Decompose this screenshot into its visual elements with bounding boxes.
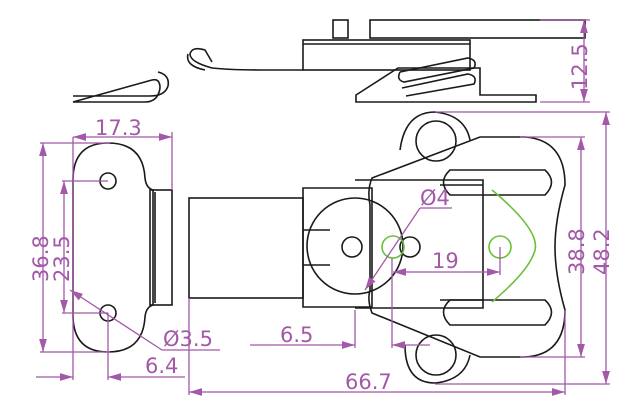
dim-36-8: 36.8 [29, 235, 53, 282]
keeper-plate-side [72, 71, 170, 103]
latch-body-side [302, 39, 471, 71]
dim-17-3: 17.3 [95, 116, 142, 140]
dim-pin-dia: Ø4 [420, 186, 450, 210]
dim-48-2: 48.2 [590, 228, 614, 275]
keeper-front [72, 142, 173, 353]
pin-circle [381, 235, 405, 259]
latch-front [188, 111, 566, 384]
dim-38-8: 38.8 [565, 228, 589, 275]
spring-wire [491, 189, 537, 303]
lever-slots-side [397, 57, 476, 97]
dimensions: 17.3 36.8 23.5 Ø3.5 6.4 66.7 6.5 Ø4 19 [29, 111, 614, 396]
dim-hole-dia: Ø3.5 [163, 327, 213, 351]
dim-6-5: 6.5 [280, 323, 313, 347]
top-view: 12.5 [72, 19, 592, 103]
dim-6-4: 6.4 [145, 354, 178, 378]
spring-hook-side [186, 47, 303, 71]
dim-23-5: 23.5 [50, 235, 74, 282]
dim-19: 19 [432, 249, 459, 273]
dim-12-5: 12.5 [568, 43, 592, 90]
dim-66-7: 66.7 [345, 370, 392, 394]
